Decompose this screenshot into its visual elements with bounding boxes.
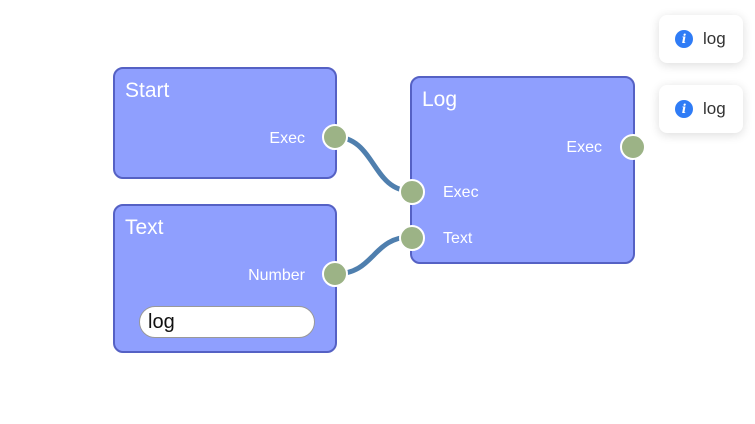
node-title: Start	[125, 79, 170, 102]
text-value-input[interactable]	[139, 306, 315, 338]
notification-toast[interactable]: i log	[659, 85, 743, 133]
info-icon: i	[675, 30, 693, 48]
output-exec-label: Exec	[269, 130, 305, 147]
node-start[interactable]: Start Exec	[113, 67, 348, 179]
output-exec-socket[interactable]	[322, 124, 348, 150]
node-title: Log	[422, 88, 458, 111]
connection-start-exec-to-log-exec[interactable]	[332, 134, 414, 194]
output-exec-label: Exec	[566, 139, 602, 156]
node-log[interactable]: Log Exec Exec Text	[399, 76, 646, 264]
input-text-label: Text	[443, 230, 473, 247]
notification-message: log	[703, 99, 726, 118]
node-text[interactable]: Text Number	[113, 204, 348, 353]
output-exec-socket[interactable]	[620, 134, 646, 160]
notification-message: log	[703, 29, 726, 48]
input-exec-label: Exec	[443, 184, 479, 201]
output-number-socket[interactable]	[322, 261, 348, 287]
input-exec-socket[interactable]	[399, 179, 425, 205]
node-title: Text	[125, 216, 164, 239]
info-icon: i	[675, 100, 693, 118]
output-number-label: Number	[248, 267, 305, 284]
notification-toast[interactable]: i log	[659, 15, 743, 63]
input-text-socket[interactable]	[399, 225, 425, 251]
